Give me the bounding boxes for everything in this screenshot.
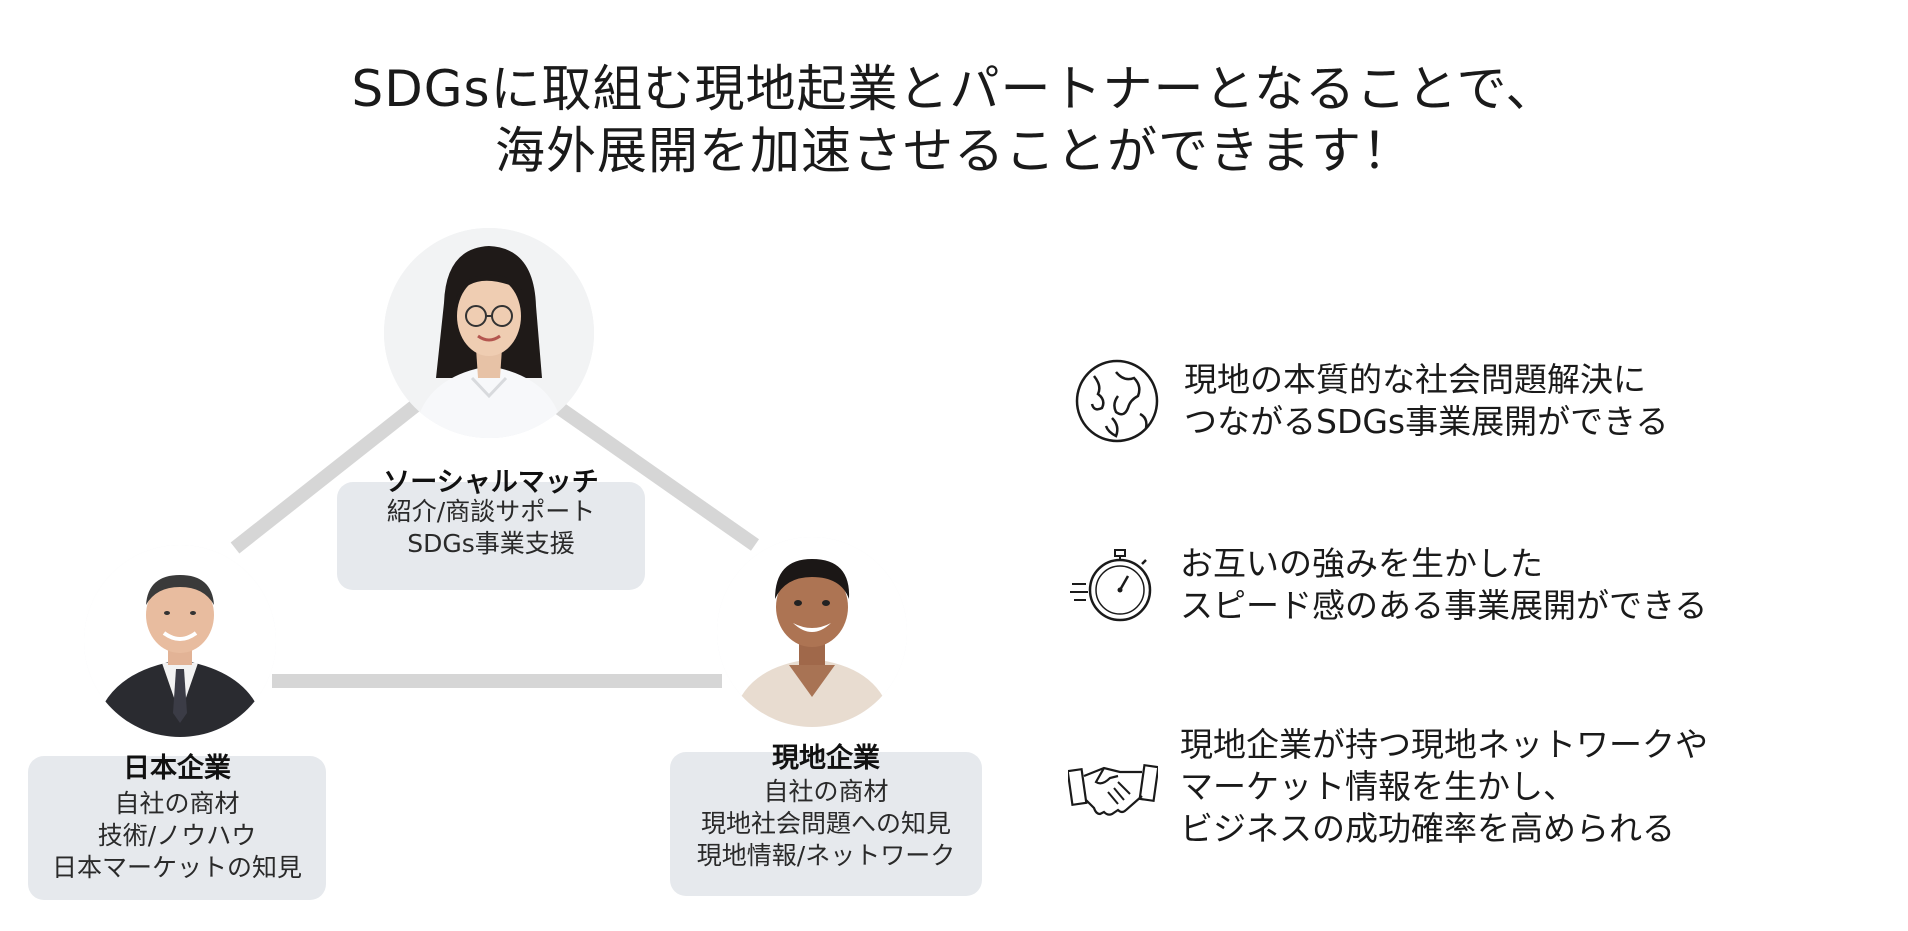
japan-name: 日本企業 <box>123 753 231 784</box>
benefit-1-line-2: つながるSDGs事業展開ができる <box>1184 402 1669 441</box>
japan-role-line-1: 自社の商材 <box>114 789 240 818</box>
connector-left <box>230 396 425 554</box>
headline-line-2: 海外展開を加速させることができます！ <box>495 122 1413 180</box>
benefit-item-2: お互いの強みを生かした スピード感のある事業展開ができる <box>1068 540 1707 630</box>
benefit-item-1: 現地の本質的な社会問題解決に つながるSDGs事業展開ができる <box>1072 356 1668 446</box>
socialmatch-role-line-2: SDGs事業支援 <box>407 529 575 558</box>
benefit-item-3: 現地企業が持つ現地ネットワークや マーケット情報を生かし、 ビジネスの成功確率を… <box>1068 724 1708 850</box>
local-name: 現地企業 <box>772 743 880 774</box>
japan-role-line-3: 日本マーケットの知見 <box>51 853 302 882</box>
socialmatch-name: ソーシャルマッチ <box>383 467 599 498</box>
benefit-3-line-3: ビジネスの成功確率を高められる <box>1180 809 1675 848</box>
person-woman-illustration <box>384 228 594 438</box>
japan-role-line-2: 技術/ノウハウ <box>97 821 257 850</box>
stopwatch-icon <box>1070 549 1152 622</box>
socialmatch-role-box: 紹介/商談サポート SDGs事業支援 <box>337 482 645 590</box>
avatar-local <box>717 537 907 727</box>
person-businessman-illustration <box>84 545 276 737</box>
globe-icon <box>1075 359 1159 443</box>
headline-line-1: SDGsに取組む現地起業とパートナーとなることで、 <box>351 60 1557 118</box>
local-role-line-1: 自社の商材 <box>763 777 889 806</box>
avatar-socialmatch <box>384 228 594 438</box>
connector-right <box>550 399 760 551</box>
person-local-man-illustration <box>717 537 907 727</box>
avatar-japan <box>84 545 276 737</box>
local-role-line-3: 現地情報/ネットワーク <box>696 841 956 870</box>
benefit-3-line-1: 現地企業が持つ現地ネットワークや <box>1180 725 1708 764</box>
handshake-icon <box>1068 763 1158 816</box>
benefit-3-line-2: マーケット情報を生かし、 <box>1180 767 1576 806</box>
local-role-line-2: 現地社会問題への知見 <box>700 809 951 838</box>
headline: SDGsに取組む現地起業とパートナーとなることで、 海外展開を加速させることがで… <box>0 58 1908 182</box>
benefit-text-1: 現地の本質的な社会問題解決に つながるSDGs事業展開ができる <box>1184 359 1668 443</box>
local-role-box: 自社の商材 現地社会問題への知見 現地情報/ネットワーク <box>670 752 982 896</box>
benefit-text-3: 現地企業が持つ現地ネットワークや マーケット情報を生かし、 ビジネスの成功確率を… <box>1180 724 1708 850</box>
japan-role-box: 自社の商材 技術/ノウハウ 日本マーケットの知見 <box>28 756 326 900</box>
benefit-2-line-1: お互いの強みを生かした <box>1180 544 1543 583</box>
benefit-2-line-2: スピード感のある事業展開ができる <box>1180 586 1708 625</box>
benefit-text-2: お互いの強みを生かした スピード感のある事業展開ができる <box>1180 543 1707 627</box>
socialmatch-role-line-1: 紹介/商談サポート <box>386 497 596 526</box>
benefit-1-line-1: 現地の本質的な社会問題解決に <box>1184 360 1646 399</box>
